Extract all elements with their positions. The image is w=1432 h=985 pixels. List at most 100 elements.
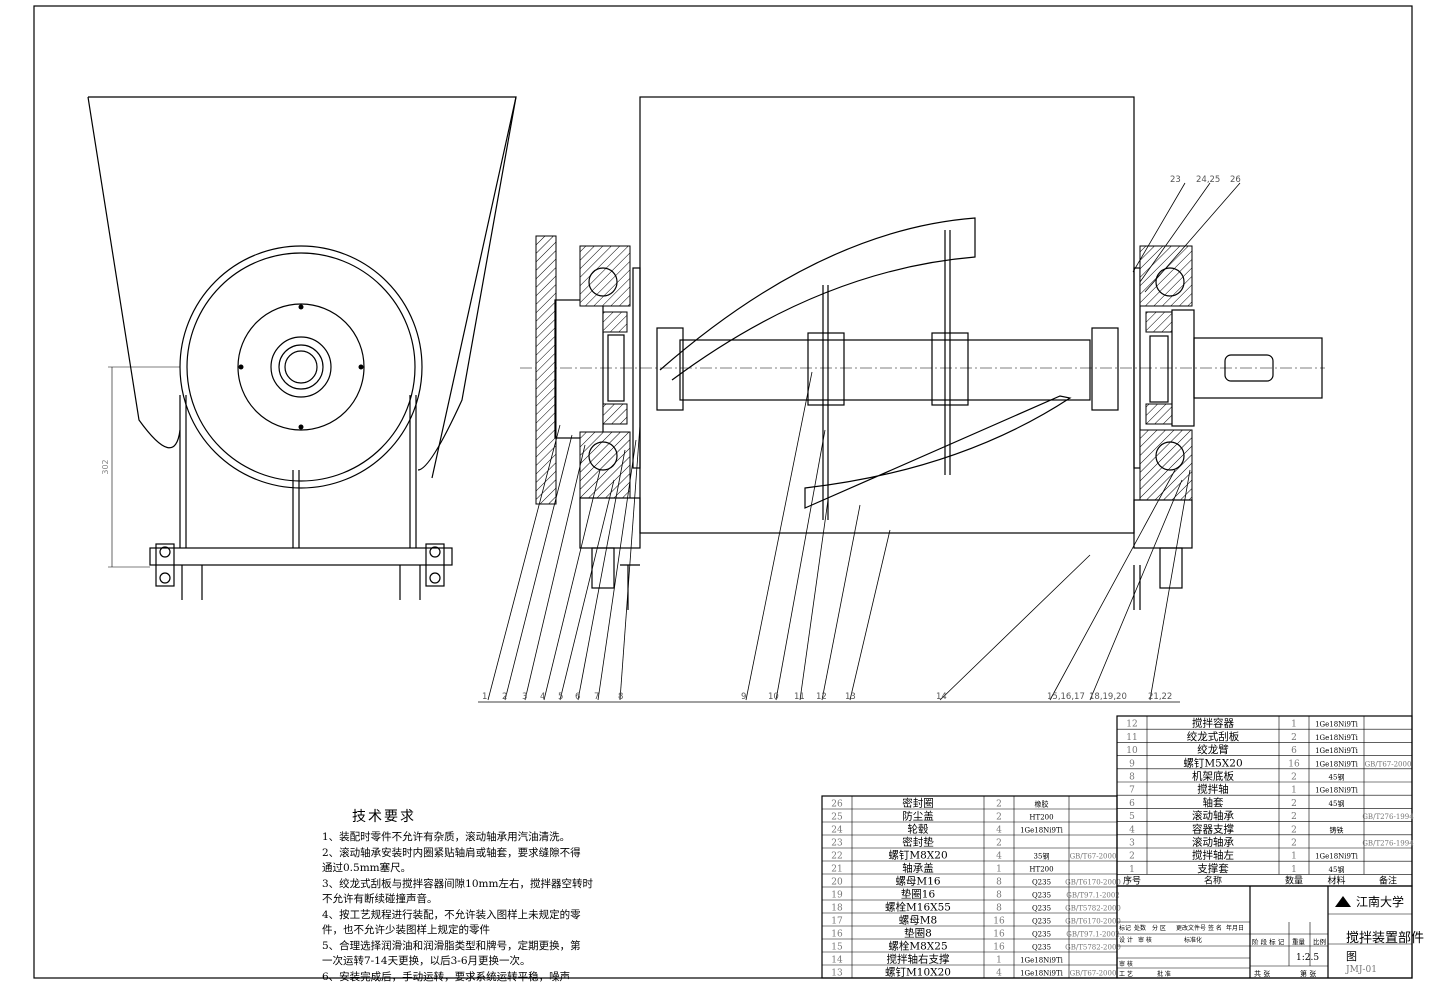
bom-header-cell: 名称 bbox=[1204, 874, 1222, 886]
bom-qty: 4 bbox=[996, 969, 1002, 979]
bom-name: 螺钉M10X20 bbox=[885, 967, 951, 979]
bom-qty: 16 bbox=[993, 917, 1005, 927]
bom-material: 35钢 bbox=[1034, 852, 1050, 861]
bom-qty: 1 bbox=[1291, 720, 1297, 730]
bom-standard: GB/T6170-2000 bbox=[1065, 918, 1121, 926]
bom-qty: 2 bbox=[1291, 799, 1297, 809]
bom-name: 螺钉M8X20 bbox=[888, 850, 947, 862]
bom-qty: 16 bbox=[993, 930, 1005, 940]
tech-req-line: 3、绞龙式刮板与搅拌容器间隙10mm左右，搅拌器空转时 bbox=[322, 877, 622, 893]
bom-material: Q235 bbox=[1032, 905, 1051, 913]
bom-qty: 2 bbox=[1291, 773, 1297, 783]
approve-label: 批 准 bbox=[1157, 970, 1171, 978]
bom-standard: GB/T276-1994 bbox=[1362, 813, 1414, 821]
bom-no: 10 bbox=[1126, 746, 1138, 756]
bom-material: 1Ge18Ni9Ti bbox=[1315, 787, 1359, 795]
bom-material: Q235 bbox=[1032, 931, 1051, 939]
bom-no: 14 bbox=[831, 956, 843, 966]
bom-name: 搅拌轴 bbox=[1197, 783, 1229, 796]
bom-name: 支撑套 bbox=[1197, 862, 1229, 875]
bom-standard: GB/T6170-2000 bbox=[1065, 879, 1121, 887]
bom-qty: 2 bbox=[996, 813, 1002, 823]
bom-no: 4 bbox=[1129, 825, 1135, 835]
bom-no: 6 bbox=[1129, 799, 1135, 809]
bom-no: 12 bbox=[1126, 720, 1137, 730]
bom-name: 机架底板 bbox=[1192, 770, 1234, 783]
bom-name: 搅拌轴左 bbox=[1192, 849, 1234, 862]
stage-header: 阶 段 标 记 bbox=[1252, 937, 1285, 946]
bom-qty: 2 bbox=[1291, 839, 1297, 849]
bom-material: 1Ge18Ni9Ti bbox=[1315, 853, 1359, 861]
bom-no: 1 bbox=[1129, 865, 1135, 875]
bom-qty: 2 bbox=[996, 839, 1002, 849]
check-label: 审 核 bbox=[1119, 960, 1133, 968]
bom-name: 绞龙式刮板 bbox=[1187, 730, 1240, 743]
rev-sign: 签 名 bbox=[1208, 924, 1222, 932]
bom-name: 螺母M8 bbox=[899, 915, 937, 927]
balloon-12: 12 bbox=[816, 692, 827, 702]
bom-material: Q235 bbox=[1032, 944, 1051, 952]
bom-material: 1Ge18Ni9Ti bbox=[1315, 760, 1359, 768]
tech-req-line: 一次运转7-14天更换，以后3-6月更换一次。 bbox=[322, 954, 622, 970]
bom-material: 橡胶 bbox=[1035, 800, 1049, 809]
bom-material: 1Ge18Ni9Ti bbox=[1020, 827, 1064, 835]
bom-standard: GB/T5782-2000 bbox=[1065, 944, 1121, 952]
bom-material: 铸铁 bbox=[1330, 825, 1344, 834]
bom-header-cell: 数量 bbox=[1285, 874, 1303, 886]
bom-header-cell: 材料 bbox=[1327, 874, 1345, 886]
balloon-21-22: 21,22 bbox=[1148, 692, 1172, 702]
bom-material: 1Ge18Ni9Ti bbox=[1315, 747, 1359, 755]
bom-standard: GB/T67-2000 bbox=[1070, 970, 1117, 978]
balloon-24-25: 24,25 bbox=[1196, 175, 1220, 185]
university-logo-icon bbox=[1335, 896, 1351, 907]
side-view: 302 bbox=[88, 97, 516, 600]
bom-qty: 16 bbox=[1288, 759, 1300, 769]
bom-standard: GB/T67-2000 bbox=[1070, 853, 1117, 861]
balloon-18-20: 18,19,20 bbox=[1089, 692, 1127, 702]
bom-name: 密封圈 bbox=[902, 797, 934, 810]
bom-name: 搅拌轴右支撑 bbox=[887, 953, 950, 966]
bom-name: 搅拌容器 bbox=[1192, 717, 1234, 730]
bom-no: 11 bbox=[1126, 733, 1137, 743]
tech-req-line: 不允许有断续碰撞声音。 bbox=[322, 892, 622, 908]
bom-name: 绞龙臂 bbox=[1197, 743, 1229, 756]
title-block: 江南大学 搅拌装置部件 1:2.5 图 JMJ-01 阶 段 标 记 重量 比例… bbox=[1117, 886, 1424, 978]
bom-standard: GB/T67-2000 bbox=[1365, 760, 1412, 768]
bom-name: 螺母M16 bbox=[895, 876, 940, 888]
sheet-index: 第 张 bbox=[1300, 969, 1316, 978]
balloon-7: 7 bbox=[594, 692, 599, 702]
auger-blade-lower bbox=[805, 396, 1070, 508]
rev-mark: 标记 bbox=[1119, 924, 1131, 932]
bom-material: Q235 bbox=[1032, 918, 1051, 926]
bom-material: 45钢 bbox=[1329, 865, 1345, 874]
technical-requirements: 技术要求 1、装配时零件不允许有杂质，滚动轴承用汽油清洗。 2、滚动轴承安装时内… bbox=[322, 806, 622, 985]
bom-qty: 6 bbox=[1291, 746, 1297, 756]
balloon-9: 9 bbox=[741, 692, 746, 702]
weight-header: 重量 bbox=[1292, 938, 1306, 946]
bom-no: 26 bbox=[831, 800, 843, 810]
balloon-15-17: 15,16,17 bbox=[1047, 692, 1085, 702]
tech-req-line: 2、滚动轴承安装时内圈紧贴轴肩或轴套，要求缝隙不得 bbox=[322, 846, 622, 862]
bom-material: Q235 bbox=[1032, 879, 1051, 887]
bom-material: 45钢 bbox=[1329, 799, 1345, 808]
bom-qty: 2 bbox=[1291, 812, 1297, 822]
bom-qty: 1 bbox=[996, 956, 1002, 966]
ratio-header: 比例 bbox=[1313, 937, 1326, 946]
balloon-6: 6 bbox=[575, 692, 580, 702]
bom-qty: 1 bbox=[1291, 865, 1297, 875]
tech-req-line: 件，也不允许少装图样上规定的零件 bbox=[322, 923, 622, 939]
bom-qty: 8 bbox=[996, 878, 1002, 888]
balloon-4: 4 bbox=[540, 692, 545, 702]
bom-standard: GB/T97.1-2002 bbox=[1066, 892, 1120, 900]
bom-qty: 1 bbox=[996, 865, 1002, 875]
bom-name: 滚动轴承 bbox=[1192, 836, 1234, 849]
bom-name: 防尘盖 bbox=[902, 810, 934, 823]
balloon-1: 1 bbox=[482, 692, 487, 702]
bom-name: 螺栓M16X55 bbox=[885, 901, 951, 914]
bom-material: Q235 bbox=[1032, 892, 1051, 900]
balloon-13: 13 bbox=[845, 692, 856, 702]
balloon-23: 23 bbox=[1170, 175, 1181, 185]
university-name: 江南大学 bbox=[1356, 894, 1404, 909]
